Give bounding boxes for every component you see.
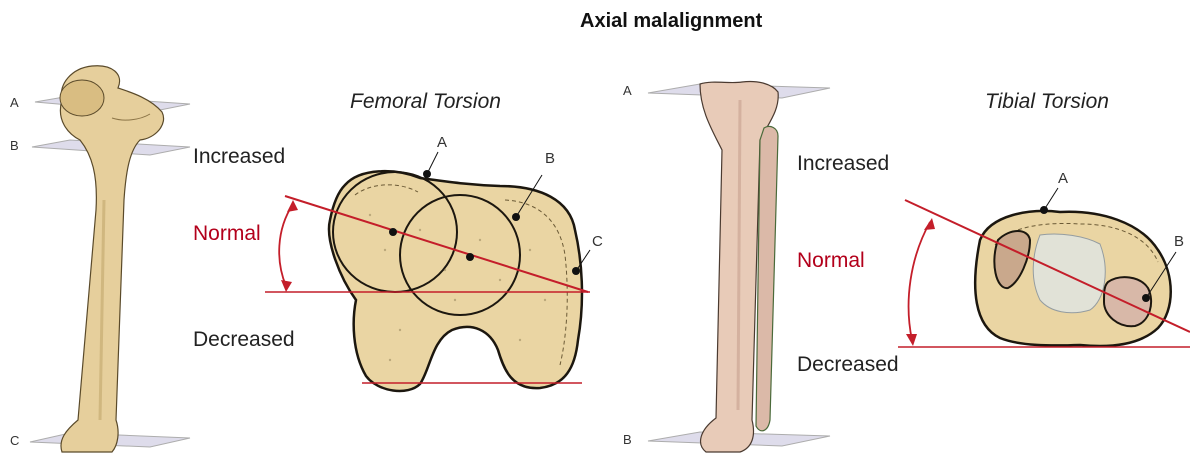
tibia-plane-label-a: A bbox=[623, 83, 632, 98]
femur-normal-label: Normal bbox=[193, 222, 261, 246]
femur-section-label-c: C bbox=[592, 233, 603, 250]
tibia-section-label-b: B bbox=[1174, 233, 1184, 250]
femoral-torsion-subtitle: Femoral Torsion bbox=[350, 90, 501, 114]
femur-plane-label-b: B bbox=[10, 138, 19, 153]
condyle-outline bbox=[329, 171, 582, 391]
tibia-angle-arc bbox=[909, 222, 930, 340]
tibial-torsion-subtitle: Tibial Torsion bbox=[985, 90, 1109, 114]
femur-section-label-b: B bbox=[545, 150, 555, 167]
tibia-plane-label-b: B bbox=[623, 432, 632, 447]
tibia-marrow bbox=[1033, 234, 1105, 313]
tibia-section-label-a: A bbox=[1058, 170, 1068, 187]
femur-section-label-a: A bbox=[437, 134, 447, 151]
femur-angle-arc bbox=[279, 204, 293, 286]
lateral-cortex-b bbox=[1104, 277, 1151, 326]
femoral-condyle-section bbox=[265, 152, 590, 391]
fibula-bone bbox=[756, 126, 778, 430]
femur-decreased-label: Decreased bbox=[193, 328, 295, 352]
tibia-decreased-label: Decreased bbox=[797, 353, 899, 377]
femur-increased-label: Increased bbox=[193, 145, 285, 169]
femur-plane-label-a: A bbox=[10, 95, 19, 110]
femur-illustration bbox=[30, 66, 190, 452]
tibia-increased-label: Increased bbox=[797, 152, 889, 176]
tibial-cross-section bbox=[898, 188, 1190, 347]
femur-plane-label-c: C bbox=[10, 433, 19, 448]
tibia-normal-label: Normal bbox=[797, 249, 865, 273]
femur-bone bbox=[60, 66, 163, 452]
